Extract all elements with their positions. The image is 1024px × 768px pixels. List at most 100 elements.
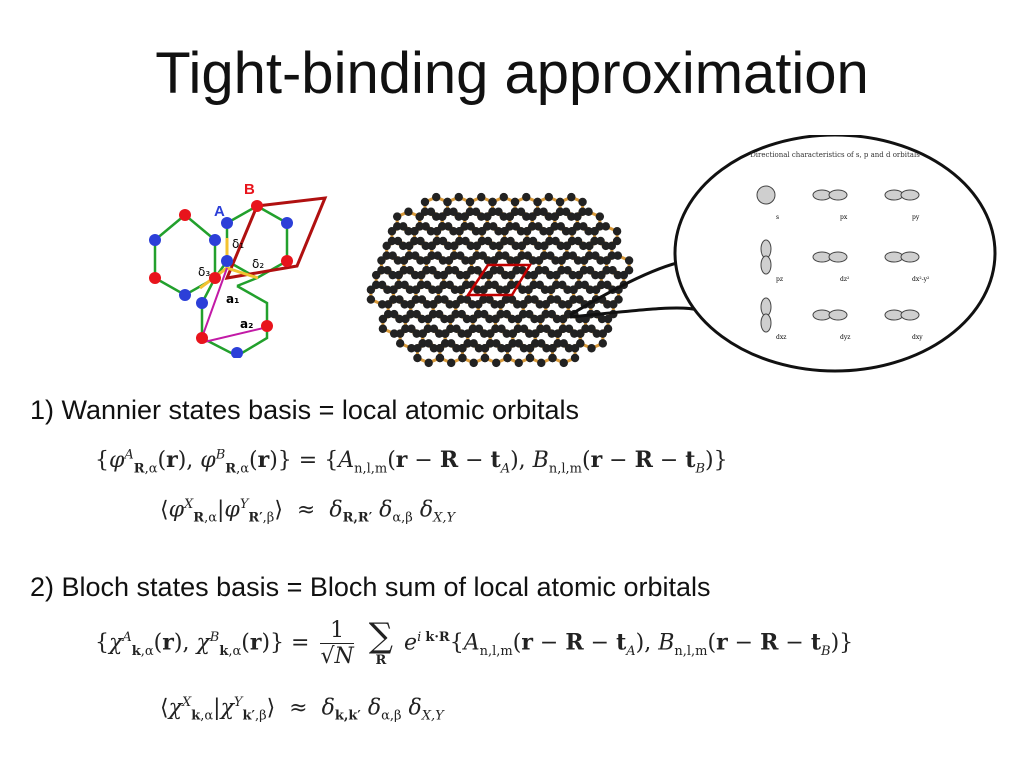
carbon-atom [507, 270, 516, 280]
section1-heading: 1) Wannier states basis = local atomic o… [30, 395, 579, 425]
carbon-atom [484, 270, 493, 280]
carbon-atom [477, 236, 487, 246]
carbon-atom [507, 295, 517, 304]
carbon-atom [451, 309, 460, 319]
carbon-atom [497, 344, 506, 353]
carbon-atom [410, 236, 419, 246]
carbon-atom [511, 241, 520, 251]
carbon-atom [440, 295, 449, 304]
carbon-atom [383, 309, 393, 319]
carbon-atom [619, 270, 629, 280]
carbon-atom [563, 285, 572, 294]
carbon-atom [495, 285, 505, 294]
carbon-atom [558, 280, 567, 290]
carbon-atom [585, 251, 594, 260]
carbon-atom [570, 329, 579, 338]
carbon-atom [422, 300, 432, 309]
carbon-atom [552, 280, 561, 290]
carbon-atom [389, 309, 399, 319]
carbon-atom [460, 222, 469, 231]
carbon-atom [433, 270, 442, 280]
carbon-atom [507, 280, 516, 290]
carbon-atom [473, 285, 482, 294]
carbon-atom [552, 270, 561, 280]
carbon-atom [591, 270, 600, 280]
carbon-atom [548, 344, 557, 353]
carbon-atom [578, 207, 587, 216]
carbon-atom [382, 241, 391, 251]
carbon-atom [536, 314, 545, 324]
carbon-atom [603, 300, 612, 309]
carbon-atom [562, 241, 572, 251]
carbon-atom [505, 222, 514, 231]
carbon-atom [591, 251, 600, 260]
carbon-atom [503, 344, 512, 353]
carbon-atom [574, 270, 584, 280]
carbon-atom [389, 329, 399, 338]
carbon-atom [539, 227, 548, 236]
carbon-atom [574, 280, 584, 290]
carbon-atom [516, 227, 526, 236]
carbon-atom [468, 314, 478, 324]
carbon-atom [579, 256, 589, 265]
bonds [153, 204, 289, 358]
red-atoms [149, 200, 293, 344]
carbon-atom [400, 280, 409, 290]
carbon-atom [495, 251, 504, 260]
orbital-label: pz [776, 276, 783, 283]
carbon-atom [556, 222, 566, 231]
orbital-label: dxy [912, 334, 923, 341]
carbon-atom [522, 236, 532, 246]
carbon-atom [506, 236, 515, 246]
carbon-atom [421, 241, 430, 251]
carbon-atom [458, 353, 467, 363]
carbon-atom [418, 329, 427, 338]
carbon-atom [422, 256, 431, 265]
carbon-atom [512, 256, 521, 265]
carbon-atom [394, 270, 403, 280]
carbon-atom [445, 300, 454, 309]
carbon-atom [472, 241, 481, 251]
carbon-atom [465, 207, 475, 216]
carbon-atom [444, 222, 453, 231]
carbon-atom [422, 266, 431, 275]
carbon-atom [444, 241, 453, 251]
carbon-atom [474, 309, 483, 319]
carbon-atom [603, 280, 612, 290]
carbon-atom [557, 256, 566, 265]
carbon-atom [598, 339, 608, 348]
carbon-atom [456, 251, 465, 260]
label-a: A [214, 203, 225, 220]
carbon-atom [508, 339, 517, 348]
carbon-atom [547, 329, 556, 338]
carbon-atom [489, 266, 499, 275]
carbon-atom [553, 329, 562, 338]
carbon-atom [378, 324, 388, 333]
carbon-atom [483, 222, 492, 231]
carbon-atom [559, 339, 568, 348]
carbon-atom [457, 329, 466, 338]
carbon-atom [510, 207, 520, 216]
carbon-atom [438, 236, 448, 246]
graphene-unit-cell [465, 263, 533, 297]
carbon-atom [553, 339, 562, 348]
carbon-atom [462, 270, 471, 280]
carbon-atom [567, 227, 577, 236]
carbon-atom [366, 285, 376, 294]
carbon-atom [446, 358, 456, 368]
carbon-atom [494, 227, 503, 236]
carbon-atom [387, 236, 397, 246]
carbon-atom [490, 300, 499, 309]
carbon-atom [548, 353, 557, 363]
carbon-atom [427, 251, 436, 260]
carbon-atom [446, 324, 455, 333]
carbon-atom [513, 300, 522, 309]
carbon-atom [392, 212, 402, 221]
carbon-atom [517, 251, 526, 260]
label-a2: a₂ [240, 317, 253, 331]
carbon-atom [528, 222, 537, 231]
graphene-sheet [366, 192, 634, 368]
carbon-atom [573, 256, 583, 265]
carbon-atom [539, 207, 548, 216]
carbon-atom [546, 251, 555, 260]
